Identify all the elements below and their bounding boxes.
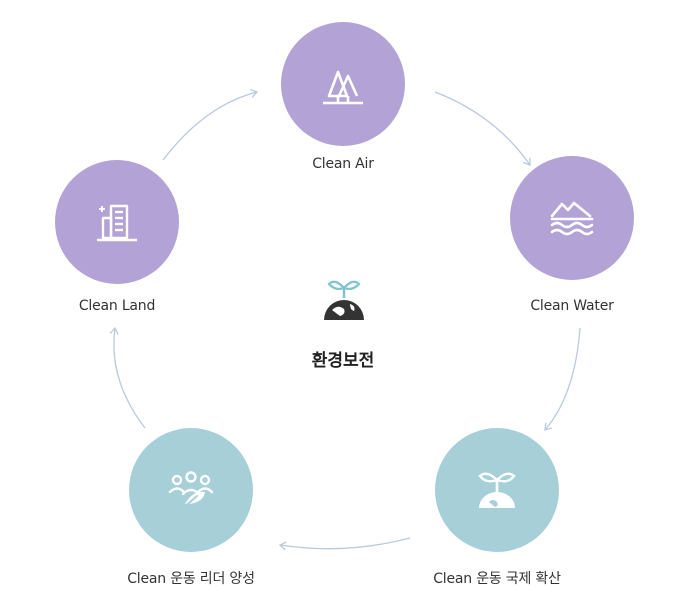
- trees-icon: [323, 70, 363, 105]
- arrow-land-to-air: [162, 88, 259, 161]
- sprout-globe-icon: [478, 472, 516, 508]
- node-clean-water: [510, 156, 634, 280]
- node-label-clean-land: Clean Land: [78, 298, 156, 314]
- waves-icon: [550, 201, 594, 236]
- center-title: 환경보전: [311, 351, 375, 371]
- node-label-clean-air: Clean Air: [312, 156, 374, 172]
- people-leaf-icon: [168, 471, 214, 509]
- node-international-spread: [435, 428, 559, 552]
- node-label-clean-water: Clean Water: [530, 298, 614, 314]
- sprout-on-globe-icon: [324, 280, 364, 320]
- node-label-leader-training: Clean 운동 리더 양성: [127, 571, 255, 587]
- arrow-water-to-intl: [544, 327, 581, 431]
- buildings-icon: [97, 204, 137, 242]
- node-label-international-spread: Clean 운동 국제 확산: [433, 571, 561, 587]
- node-clean-land: [55, 160, 179, 284]
- arrow-air-to-water: [434, 91, 531, 166]
- node-leader-training: [129, 428, 253, 552]
- arrow-intl-to-leader: [278, 537, 411, 551]
- arrow-leader-to-land: [109, 326, 146, 429]
- node-clean-air: [281, 22, 405, 146]
